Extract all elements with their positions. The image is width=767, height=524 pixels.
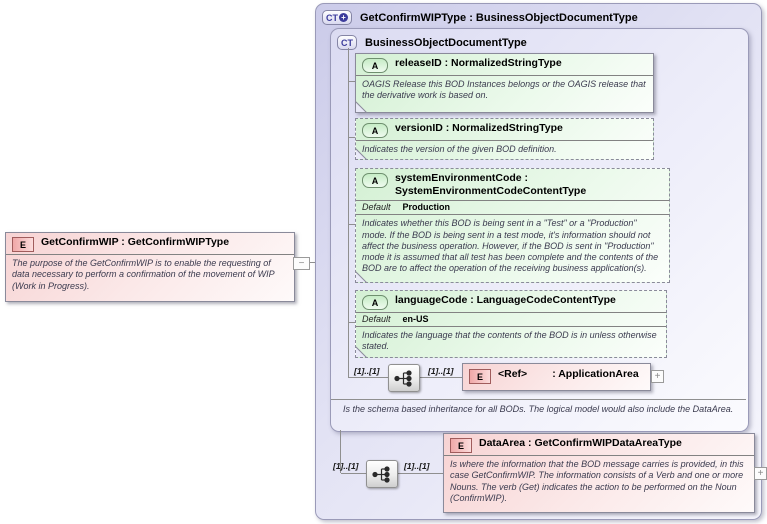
plus-glyph: + xyxy=(757,467,764,479)
element-name: <Ref> xyxy=(498,368,528,380)
divider xyxy=(356,326,666,327)
complex-type-derived-icon: CT+ xyxy=(322,10,352,25)
complex-type-icon-label: CT xyxy=(326,12,338,23)
base-type-doc: Is the schema based inheritance for all … xyxy=(343,404,734,414)
connector-line xyxy=(349,377,388,378)
element-header: E <Ref> : ApplicationArea xyxy=(463,364,650,386)
connector-line xyxy=(340,430,341,473)
attribute-doc: Indicates the version of the given BOD d… xyxy=(362,144,557,154)
element-icon: E xyxy=(469,369,491,384)
default-label: Default xyxy=(362,314,391,324)
element-icon: E xyxy=(450,438,472,453)
divider xyxy=(356,312,666,313)
sequence-glyph xyxy=(394,369,412,387)
element-icon: E xyxy=(12,237,34,252)
divider xyxy=(356,214,669,216)
element-header: E DataArea : GetConfirmWIPDataAreaType xyxy=(444,434,754,455)
element-box-dataarea[interactable]: E DataArea : GetConfirmWIPDataAreaType I… xyxy=(443,433,755,513)
element-doc: Is where the information that the BOD me… xyxy=(450,459,744,503)
divider xyxy=(444,455,754,456)
complex-type-icon: CT xyxy=(337,35,357,50)
element-title: GetConfirmWIP : GetConfirmWIPType xyxy=(41,236,230,248)
element-header: E GetConfirmWIP : GetConfirmWIPType xyxy=(6,233,294,254)
attribute-title: releaseID : NormalizedStringType xyxy=(395,57,562,69)
connector-line xyxy=(341,473,367,474)
attribute-box-versionid[interactable]: A versionID : NormalizedStringType Indic… xyxy=(355,118,654,160)
connector-line xyxy=(394,473,443,474)
base-type-header: CT BusinessObjectDocumentType xyxy=(331,29,748,52)
connector-line xyxy=(348,322,355,323)
base-type-title: BusinessObjectDocumentType xyxy=(365,36,527,49)
attribute-box-languagecode[interactable]: A languageCode : LanguageCodeContentType… xyxy=(355,290,667,358)
divider xyxy=(331,399,746,400)
element-box-applicationarea-ref[interactable]: E <Ref> : ApplicationArea xyxy=(462,363,651,391)
plus-glyph: + xyxy=(654,370,661,382)
default-value: en-US xyxy=(402,314,429,324)
default-row: Default en-US xyxy=(356,313,666,326)
cardinality-label: [1]..[1] xyxy=(354,366,380,376)
default-label: Default xyxy=(362,202,391,213)
sequence-icon[interactable] xyxy=(366,460,398,488)
element-type: : ApplicationArea xyxy=(552,368,639,380)
cardinality-label: [1]..[1] xyxy=(428,366,454,376)
complex-type-header: CT+ GetConfirmWIPType : BusinessObjectDo… xyxy=(316,4,761,27)
default-row: Default Production xyxy=(356,201,669,214)
attribute-icon: A xyxy=(362,58,388,73)
attribute-icon: A xyxy=(362,173,388,188)
connector-line xyxy=(348,224,355,225)
complex-type-icon-label: CT xyxy=(341,37,353,48)
element-title: DataArea : GetConfirmWIPDataAreaType xyxy=(479,437,682,449)
outer-type-title: GetConfirmWIPType : BusinessObjectDocume… xyxy=(360,11,638,24)
derived-plus-icon: + xyxy=(339,13,348,22)
attribute-title: versionID : NormalizedStringType xyxy=(395,122,563,134)
expand-plus-icon[interactable]: + xyxy=(754,467,767,480)
connector-line xyxy=(348,81,355,82)
connector-line xyxy=(348,137,355,138)
collapse-minus-icon[interactable]: − xyxy=(293,257,310,270)
divider xyxy=(356,140,653,141)
element-doc: The purpose of the GetConfirmWIP is to e… xyxy=(12,258,275,291)
sequence-icon[interactable] xyxy=(388,364,420,392)
element-box-getconfirmwip[interactable]: E GetConfirmWIP : GetConfirmWIPType The … xyxy=(5,232,295,302)
cardinality-label: [1]..[1] xyxy=(404,461,430,471)
attribute-title: languageCode : LanguageCodeContentType xyxy=(395,294,616,306)
attribute-title: systemEnvironmentCode : SystemEnvironmen… xyxy=(395,172,587,198)
divider xyxy=(356,200,669,202)
attribute-doc: Indicates the language that the contents… xyxy=(362,330,657,352)
cardinality-label: [1]..[1] xyxy=(333,461,359,471)
minus-glyph: − xyxy=(298,257,305,269)
default-value: Production xyxy=(402,202,451,213)
attribute-box-releaseid[interactable]: A releaseID : NormalizedStringType OAGIS… xyxy=(355,53,654,113)
attribute-icon: A xyxy=(362,123,388,138)
expand-plus-icon[interactable]: + xyxy=(651,370,664,383)
attribute-header: A versionID : NormalizedStringType xyxy=(356,119,653,140)
divider xyxy=(6,254,294,255)
attribute-header: A languageCode : LanguageCodeContentType xyxy=(356,291,666,312)
divider xyxy=(356,75,653,76)
attribute-header: A systemEnvironmentCode : SystemEnvironm… xyxy=(356,169,669,200)
attribute-doc: Indicates whether this BOD is being sent… xyxy=(362,218,659,274)
attribute-box-systemenvironmentcode[interactable]: A systemEnvironmentCode : SystemEnvironm… xyxy=(355,168,670,283)
attribute-header: A releaseID : NormalizedStringType xyxy=(356,54,653,75)
sequence-glyph xyxy=(372,465,390,483)
attribute-icon: A xyxy=(362,295,388,310)
connector-line xyxy=(348,48,349,378)
connector-line xyxy=(418,377,462,378)
attribute-doc: OAGIS Release this BOD Instances belongs… xyxy=(362,79,646,101)
